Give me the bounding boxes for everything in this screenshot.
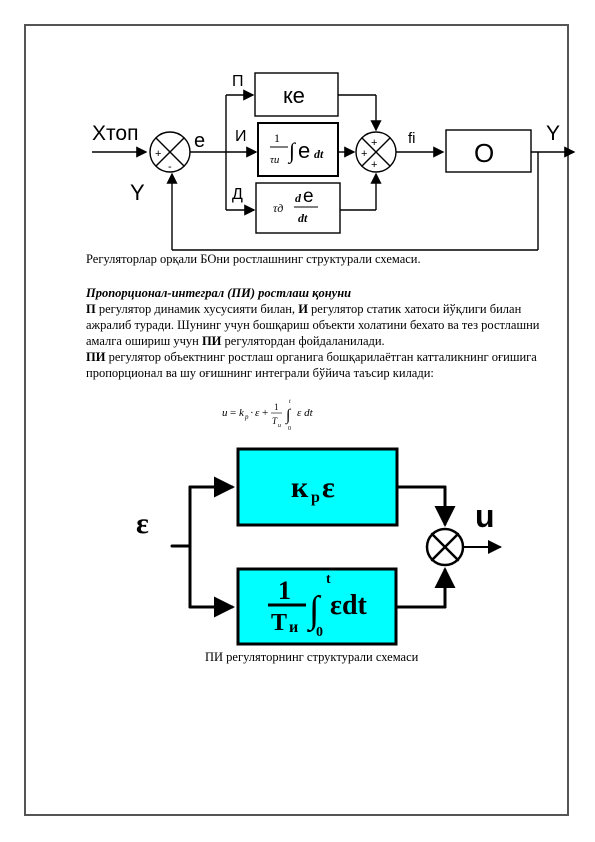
branch-d-label: Д	[232, 186, 243, 203]
integral-dt: dt	[314, 147, 324, 161]
term-pi-2: ПИ	[86, 350, 106, 364]
paragraph-1: П регулятор динамик хусусияти билан, И р…	[86, 301, 566, 349]
integral-body: e	[298, 138, 310, 163]
integral-sign: ∫	[287, 138, 297, 164]
page-frame	[24, 24, 569, 816]
derivative-den: dt	[298, 211, 308, 225]
paragraph-1-part-1: регулятор динамик хусусияти билан,	[95, 302, 299, 316]
term-i: И	[298, 302, 308, 316]
paragraph-1-part-3: регулятордан фойдаланилади.	[221, 334, 385, 348]
output-label: Y	[546, 122, 560, 145]
term-pi: ПИ	[201, 334, 222, 348]
paragraph-2-text: регулятор объектнинг ростлаш органига бо…	[86, 350, 537, 380]
sum-output-label: fi	[408, 130, 416, 147]
block-integral	[257, 122, 339, 177]
sum1-plus: +	[155, 148, 161, 160]
sum2-plus-left: +	[361, 148, 367, 160]
plant-text: O	[474, 138, 494, 168]
sum1-minus: -	[168, 161, 172, 173]
proportional-block-text: кe	[283, 83, 305, 108]
branch-i-label: И	[235, 128, 247, 145]
section-heading: Пропорционал-интеграл (ПИ) ростлаш қонун…	[86, 286, 352, 300]
branch-p-label: П	[232, 73, 244, 90]
block-plant	[445, 129, 532, 173]
integral-fraction-den: τи	[270, 154, 280, 166]
derivative-num-e: e	[303, 186, 314, 207]
input-label: Xтоп	[92, 122, 138, 145]
pid-structure-diagram: Xтоп e Y П И Д + - кe 1 τи ∫ e dt τд d e…	[92, 72, 576, 251]
term-p: П	[86, 302, 96, 316]
paragraph-1-part-2: регулятор статик хатоси йўқлиги билан аж…	[86, 302, 540, 348]
section-pi-law: Пропорционал-интеграл (ПИ) ростлаш қонун…	[86, 285, 566, 381]
caption-pi-diagram: ПИ регуляторнинг структурали схемаси	[205, 650, 419, 664]
derivative-tau: τд	[273, 201, 283, 215]
derivative-num-d: d	[295, 191, 302, 205]
paragraph-2: ПИ регулятор объектнинг ростлаш органига…	[86, 349, 566, 381]
feedback-label: Y	[130, 180, 145, 205]
block-proportional	[254, 72, 339, 117]
error-label: e	[194, 130, 205, 152]
sum2-plus-top: +	[371, 137, 377, 149]
integral-fraction-num: 1	[274, 131, 280, 145]
caption-pid-diagram: Регуляторлар орқали БОни ростлашнинг стр…	[86, 252, 421, 266]
sum2-plus-bottom: +	[371, 159, 377, 171]
block-derivative	[255, 182, 341, 234]
